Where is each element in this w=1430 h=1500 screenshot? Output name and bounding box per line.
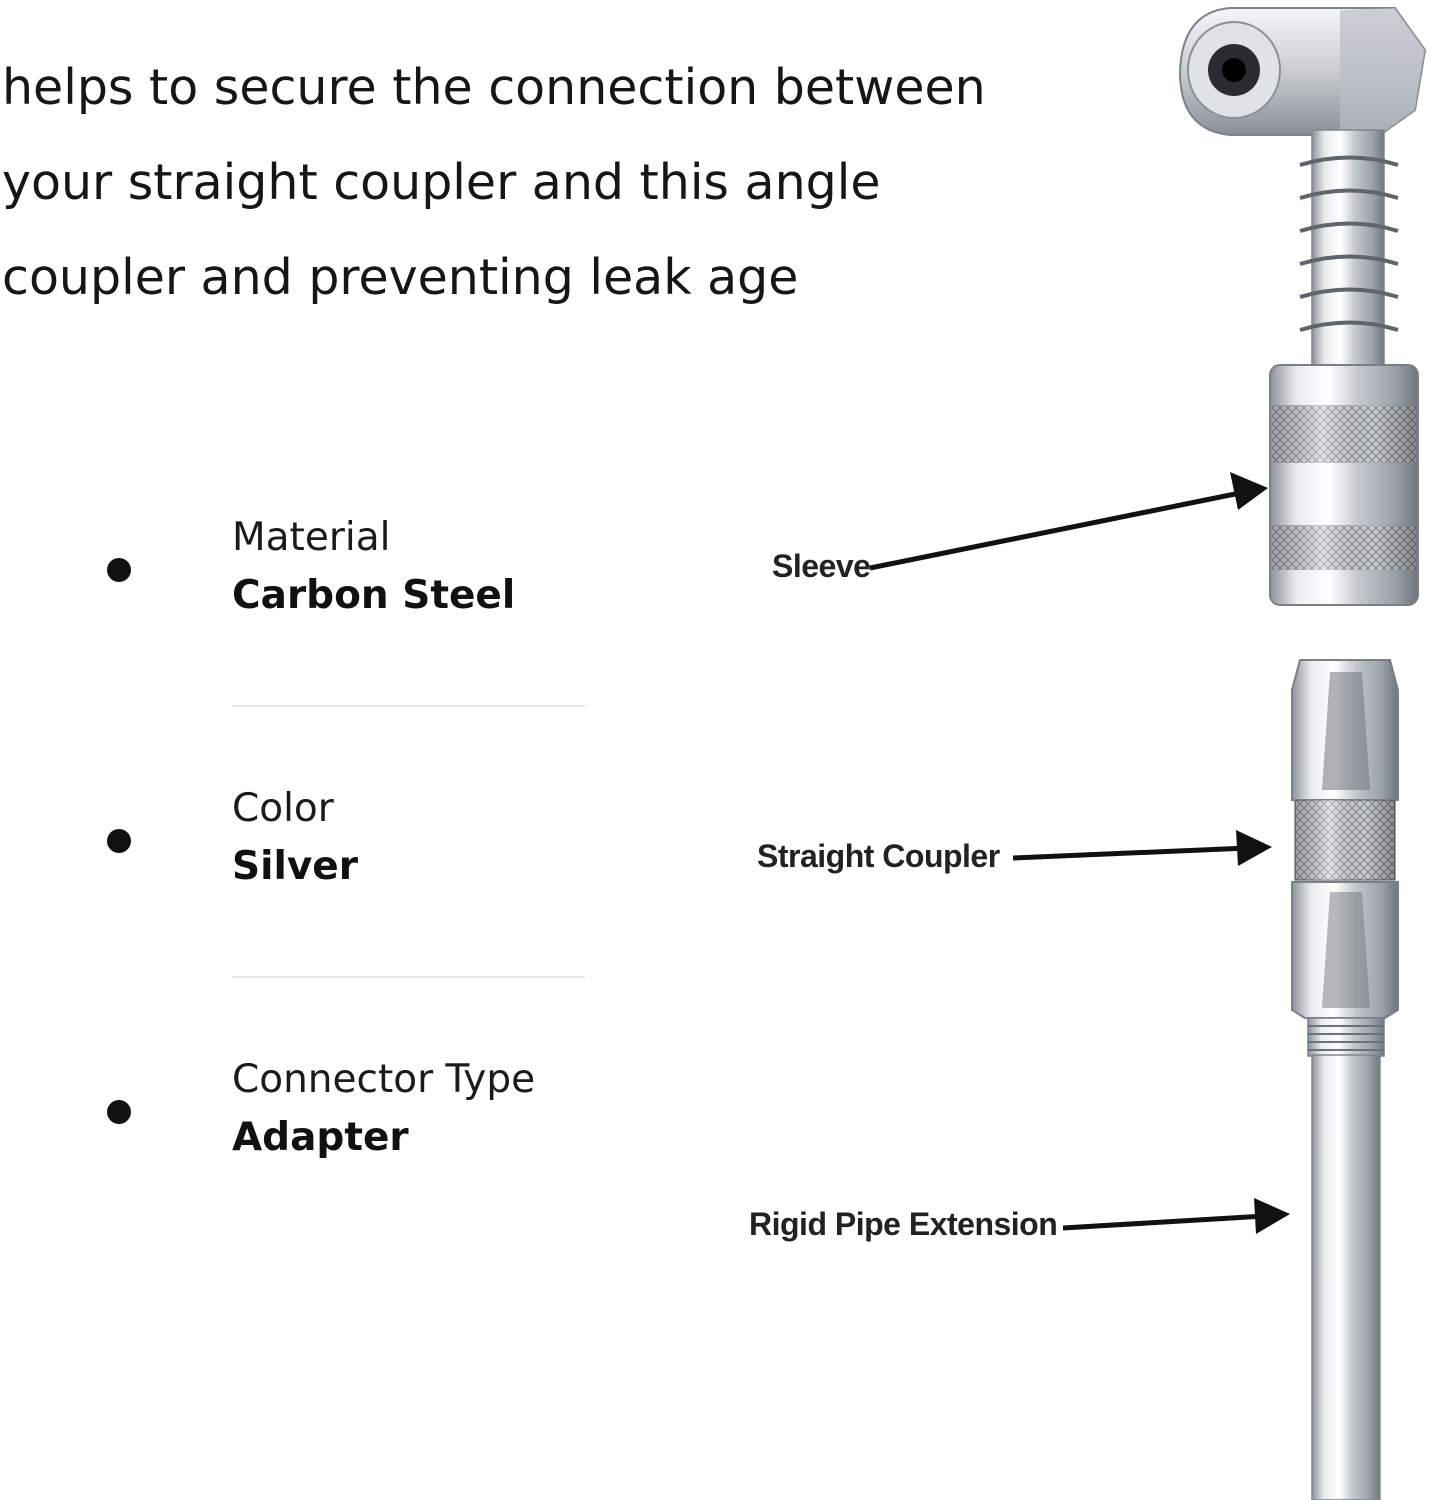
spec-row-material: Material Carbon Steel	[0, 515, 700, 635]
intro-line-3: coupler and preventing leak age	[2, 249, 799, 306]
rigid-pipe-part	[1311, 1054, 1381, 1500]
arrow-icon	[1062, 1198, 1290, 1234]
angle-head	[1178, 7, 1427, 136]
spec-divider	[232, 705, 585, 707]
spec-value: Carbon Steel	[232, 573, 516, 618]
straight-coupler-part	[1291, 659, 1399, 1057]
spec-value: Silver	[232, 844, 358, 889]
callout-sleeve: Sleeve	[772, 548, 871, 584]
intro-line-2: your straight coupler and this angle	[2, 154, 881, 211]
arrow-icon	[1012, 830, 1272, 866]
spec-label: Material	[232, 515, 391, 560]
intro-text: helps to secure the connection between y…	[2, 40, 1002, 325]
spring-stem	[1299, 129, 1399, 371]
arrow-icon	[869, 472, 1268, 571]
intro-line-1: helps to secure the connection between	[2, 59, 986, 116]
callout-straight-coupler: Straight Coupler	[757, 838, 1000, 874]
bullet-icon	[107, 829, 131, 853]
bullet-icon	[107, 558, 131, 582]
bullet-icon	[107, 1100, 131, 1124]
sleeve-part	[1269, 364, 1419, 606]
spec-label: Connector Type	[232, 1057, 536, 1102]
spec-row-connector-type: Connector Type Adapter	[0, 1057, 700, 1177]
spec-value: Adapter	[232, 1115, 409, 1160]
spec-label: Color	[232, 786, 334, 831]
callout-rigid-pipe: Rigid Pipe Extension	[749, 1206, 1058, 1242]
spec-row-color: Color Silver	[0, 786, 700, 906]
spec-divider	[232, 976, 585, 978]
